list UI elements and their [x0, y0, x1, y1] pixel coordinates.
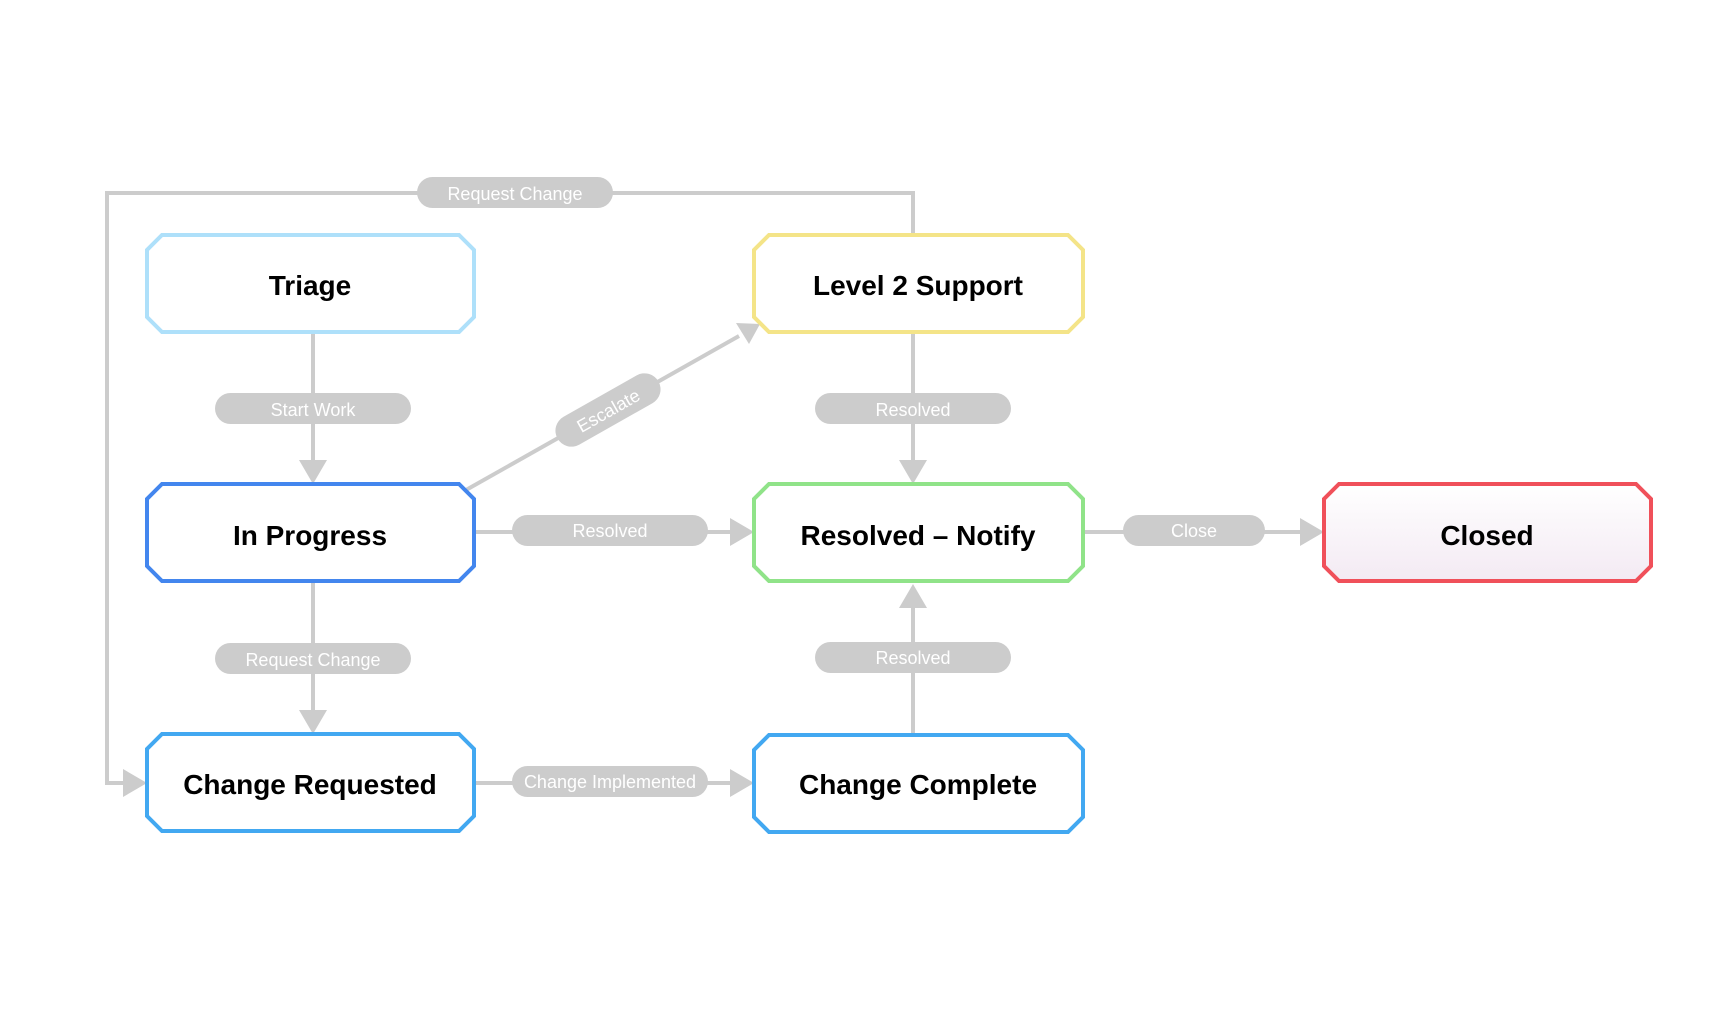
arrowhead-resolved-level2: [899, 460, 927, 484]
edge-label-change-implemented: Change Implemented: [512, 766, 708, 797]
edge-line-request-change-top: [105, 191, 915, 785]
edge-label-resolved-inprogress-text: Resolved: [572, 521, 647, 541]
node-in-progress-label: In Progress: [233, 520, 387, 551]
node-closed-label: Closed: [1440, 520, 1533, 551]
node-level-2-support-label: Level 2 Support: [813, 270, 1023, 301]
edge-label-resolved-level2-text: Resolved: [875, 400, 950, 420]
edge-label-start-work-text: Start Work: [271, 400, 357, 420]
edge-label-resolved-change-complete-text: Resolved: [875, 648, 950, 668]
arrowhead-escalate: [736, 323, 760, 344]
node-level-2-support[interactable]: Level 2 Support: [752, 233, 1085, 334]
edge-label-resolved-inprogress: Resolved: [512, 515, 708, 546]
edge-label-request-change-top-text: Request Change: [447, 184, 582, 204]
edge-label-request-change-top: Request Change: [417, 177, 613, 208]
node-change-requested[interactable]: Change Requested: [145, 732, 476, 833]
edge-label-change-implemented-text: Change Implemented: [524, 772, 696, 792]
edge-label-resolved-level2: Resolved: [815, 393, 1011, 424]
arrowhead-change-implemented: [730, 769, 754, 797]
edge-label-request-change-down-text: Request Change: [245, 650, 380, 670]
node-resolved-notify-label: Resolved – Notify: [801, 520, 1036, 551]
node-change-complete[interactable]: Change Complete: [752, 733, 1085, 834]
edge-label-escalate: Escalate: [555, 373, 661, 447]
node-resolved-notify[interactable]: Resolved – Notify: [752, 482, 1085, 583]
node-triage-label: Triage: [269, 270, 351, 301]
arrowhead-resolved-inprogress: [730, 518, 754, 546]
edge-label-resolved-change-complete: Resolved: [815, 642, 1011, 673]
arrowhead-request-change-down: [299, 710, 327, 734]
arrowhead-close: [1300, 518, 1324, 546]
node-triage[interactable]: Triage: [145, 233, 476, 334]
node-change-requested-label: Change Requested: [183, 769, 437, 800]
edge-label-start-work: Start Work: [215, 393, 411, 424]
arrowhead-start-work: [299, 460, 327, 484]
node-in-progress[interactable]: In Progress: [145, 482, 476, 583]
node-change-complete-label: Change Complete: [799, 769, 1037, 800]
edge-label-close-text: Close: [1171, 521, 1217, 541]
edge-label-request-change-down: Request Change: [215, 643, 411, 674]
arrowhead-resolved-change-complete: [899, 584, 927, 608]
node-closed[interactable]: Closed: [1322, 482, 1653, 583]
arrowhead-request-change-top: [123, 769, 147, 797]
edge-label-close: Close: [1123, 515, 1265, 546]
